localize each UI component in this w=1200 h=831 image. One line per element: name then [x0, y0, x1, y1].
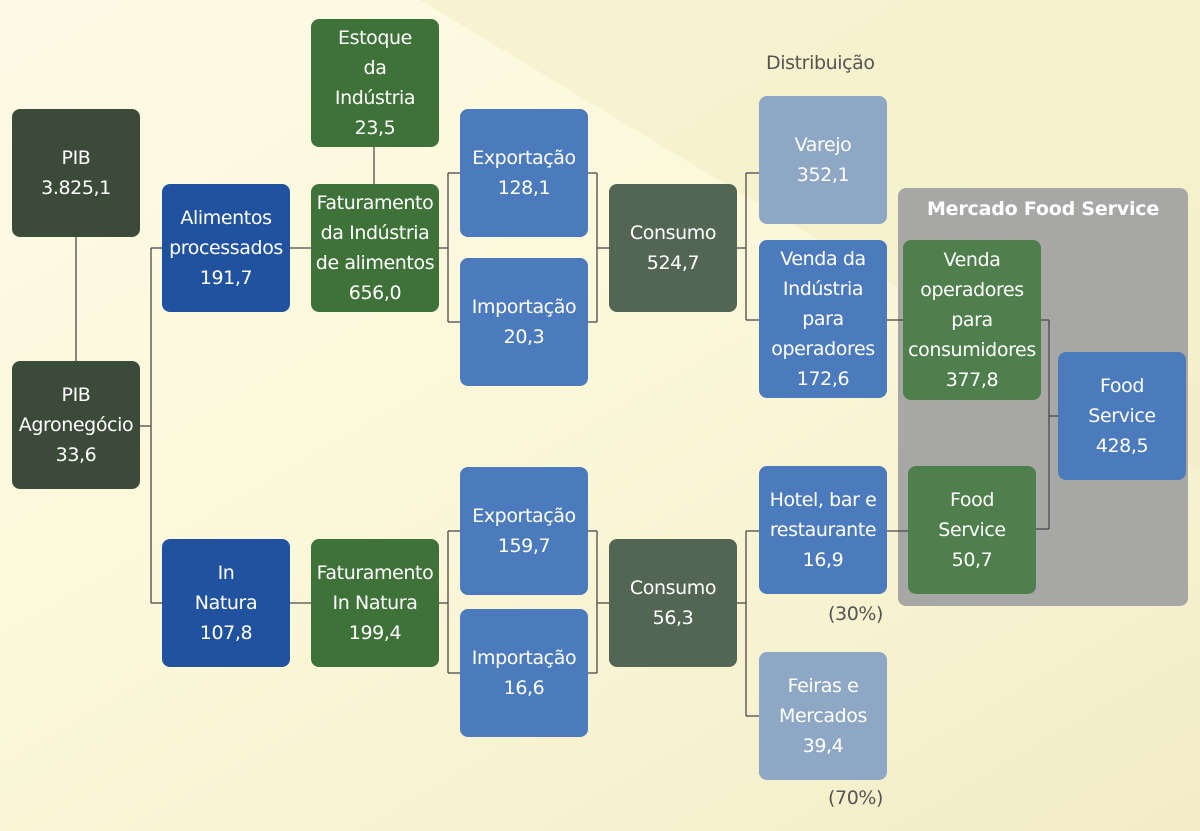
- node-line: Faturamento: [316, 192, 434, 214]
- node-line: Food: [950, 489, 994, 511]
- node-line: 352,1: [796, 164, 850, 186]
- exportacao-1-node: Exportação 128,1: [460, 109, 588, 237]
- node-line: 428,5: [1095, 435, 1149, 457]
- faturamento-in-natura-node: Faturamento In Natura 199,4: [311, 539, 439, 667]
- node-line: de alimentos: [315, 252, 435, 274]
- node-line: 524,7: [646, 252, 700, 274]
- hotel-percentage-label: (30%): [828, 603, 884, 625]
- node-line: Venda da: [780, 248, 866, 270]
- node-line: Importação: [471, 647, 577, 669]
- node-line: Hotel, bar e: [769, 489, 877, 511]
- node-line: Service: [938, 519, 1006, 541]
- node-line: In: [217, 562, 235, 584]
- node-line: 3.825,1: [41, 177, 111, 199]
- consumo-2-node: Consumo 56,3: [609, 539, 737, 667]
- feiras-percentage-label: (70%): [828, 787, 884, 809]
- node-line: Indústria: [334, 87, 416, 109]
- node-line: 656,0: [348, 282, 402, 304]
- varejo-node: Varejo 352,1: [759, 96, 887, 224]
- node-line: Alimentos: [180, 207, 272, 229]
- node-line: Consumo: [629, 577, 717, 599]
- exportacao-2-node: Exportação 159,7: [460, 467, 588, 595]
- node-line: Exportação: [472, 147, 576, 169]
- node-line: operadores: [771, 338, 875, 360]
- alimentos-processados-node: Alimentos processados 191,7: [162, 184, 290, 312]
- node-line: Consumo: [629, 222, 717, 244]
- node-line: Feiras e: [787, 675, 859, 697]
- node-line: Faturamento: [316, 562, 434, 584]
- node-line: 56,3: [652, 607, 694, 629]
- node-line: PIB: [61, 147, 91, 169]
- node-line: 33,6: [55, 444, 97, 466]
- node-line: 172,6: [796, 368, 850, 390]
- node-line: para: [951, 309, 993, 331]
- panel-title: Mercado Food Service: [926, 198, 1160, 220]
- node-line: 39,4: [802, 735, 844, 757]
- node-line: processados: [169, 237, 283, 259]
- node-line: Natura: [194, 592, 258, 614]
- node-line: PIB: [61, 384, 91, 406]
- faturamento-industria-node: Faturamento da Indústria de alimentos 656,0: [311, 184, 439, 312]
- node-line: 16,9: [802, 549, 844, 571]
- importacao-1-node: Importação 20,3: [460, 258, 588, 386]
- node-line: da: [363, 57, 387, 79]
- node-line: operadores: [920, 279, 1024, 301]
- consumo-1-node: Consumo 524,7: [609, 184, 737, 312]
- node-line: Varejo: [794, 134, 852, 156]
- node-line: Estoque: [338, 27, 412, 49]
- venda-industria-operadores-node: Venda da Indústria para operadores 172,6: [759, 240, 887, 398]
- node-line: Agronegócio: [18, 414, 134, 436]
- pib-agronegocio-node: PIB Agronegócio 33,6: [12, 361, 140, 489]
- node-line: 128,1: [497, 177, 551, 199]
- node-line: Venda: [943, 249, 1001, 271]
- node-line: 199,4: [348, 622, 402, 644]
- node-line: Importação: [471, 296, 577, 318]
- node-line: Service: [1088, 405, 1156, 427]
- node-line: restaurante: [769, 519, 877, 541]
- node-line: 20,3: [503, 326, 545, 348]
- node-line: 191,7: [199, 267, 253, 289]
- venda-operadores-consumidores-node: Venda operadores para consumidores 377,8: [903, 240, 1041, 400]
- node-line: Indústria: [782, 278, 864, 300]
- node-line: para: [802, 308, 844, 330]
- node-line: Mercados: [779, 705, 867, 727]
- importacao-2-node: Importação 16,6: [460, 609, 588, 737]
- node-line: da Indústria: [320, 222, 430, 244]
- pib-node: PIB 3.825,1: [12, 109, 140, 237]
- node-line: 107,8: [199, 622, 253, 644]
- node-line: Food: [1100, 375, 1144, 397]
- node-line: Exportação: [472, 505, 576, 527]
- node-line: 159,7: [497, 535, 551, 557]
- node-line: 23,5: [354, 117, 396, 139]
- node-line: 16,6: [503, 677, 545, 699]
- node-line: consumidores: [908, 339, 1036, 361]
- node-line: 377,8: [945, 369, 999, 391]
- feiras-mercados-node: Feiras e Mercados 39,4: [759, 652, 887, 780]
- distribuicao-label: Distribuição: [766, 52, 875, 74]
- node-line: In Natura: [332, 592, 418, 614]
- node-line: 50,7: [951, 549, 993, 571]
- hotel-bar-restaurante-node: Hotel, bar e restaurante 16,9: [759, 466, 887, 594]
